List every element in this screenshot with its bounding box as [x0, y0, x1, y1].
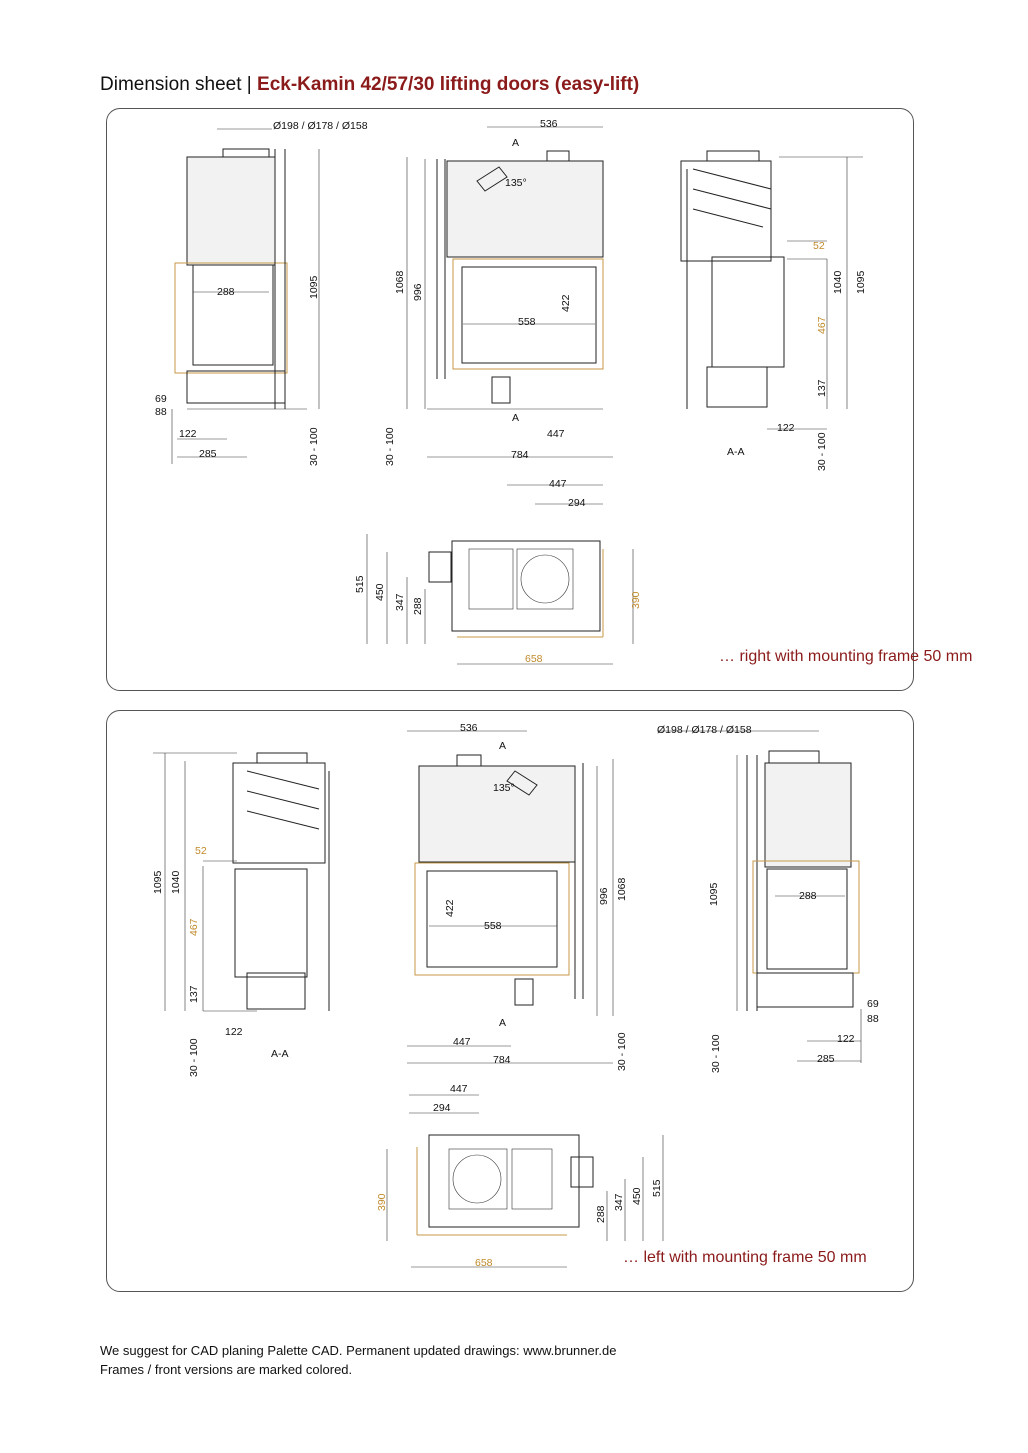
section-a-bottom-left: A	[499, 1017, 506, 1029]
dim-plan-390: 390	[630, 591, 642, 609]
dim-adj-left-side: 30 - 100	[710, 1034, 722, 1073]
dim-plan-658-left: 658	[475, 1257, 493, 1269]
dim-plan-294-left: 294	[433, 1102, 451, 1114]
dim-122-section: 122	[777, 422, 795, 434]
dim-784: 784	[511, 449, 529, 461]
section-a-top-left: A	[499, 740, 506, 752]
caption-left-frame: … left with mounting frame 50 mm	[623, 1249, 867, 1266]
front-view	[407, 730, 614, 1064]
front-view	[406, 126, 613, 458]
dim-angle: 135°	[505, 177, 527, 189]
dim-52: 52	[813, 240, 825, 252]
dim-plan-347: 347	[394, 593, 406, 611]
dim-plan-447-left: 447	[450, 1083, 468, 1095]
dim-467-left: 467	[188, 918, 200, 936]
page-title: Dimension sheet | Eck-Kamin 42/57/30 lif…	[100, 74, 639, 96]
dim-285-left: 285	[817, 1053, 835, 1065]
dim-137: 137	[816, 379, 828, 397]
dim-422-left: 422	[444, 899, 456, 917]
dim-137-left: 137	[188, 985, 200, 1003]
drawing-panel-left: 52 1095 1040 467 137 122 30 - 100 A-A 53…	[106, 710, 914, 1292]
section-view	[680, 150, 863, 430]
dim-288-left-side: 288	[799, 890, 817, 902]
dim-52-left: 52	[195, 845, 207, 857]
dim-adj-side: 30 - 100	[308, 427, 320, 466]
dim-flue-top: Ø198 / Ø178 / Ø158	[273, 120, 368, 132]
dim-122-side: 122	[179, 428, 197, 440]
title-prefix: Dimension sheet |	[100, 74, 258, 95]
dim-plan-288: 288	[412, 597, 424, 615]
footer-frames-note: Frames / front versions are marked color…	[100, 1362, 353, 1377]
dim-288-side: 288	[217, 286, 235, 298]
dim-1040-left: 1040	[170, 870, 182, 894]
dim-122-left-section: 122	[225, 1026, 243, 1038]
dim-536-left: 536	[460, 722, 478, 734]
dim-88: 88	[155, 406, 167, 418]
dim-122-left-side: 122	[837, 1033, 855, 1045]
section-aa-label: A-A	[727, 446, 745, 458]
side-view	[171, 128, 320, 464]
dim-69: 69	[155, 393, 167, 405]
plan-view	[366, 484, 634, 665]
dim-558-left: 558	[484, 920, 502, 932]
dim-1068-left: 1068	[616, 877, 628, 901]
dim-flue-left: Ø198 / Ø178 / Ø158	[657, 724, 752, 736]
dim-447-left-front: 447	[453, 1036, 471, 1048]
dim-1095-left-side: 1095	[708, 882, 720, 906]
dim-plan-294: 294	[568, 497, 586, 509]
dim-996-left: 996	[598, 887, 610, 905]
footer-cad-note: We suggest for CAD planing Palette CAD. …	[100, 1343, 617, 1358]
dim-plan-390-left: 390	[376, 1193, 388, 1211]
dim-285: 285	[199, 448, 217, 460]
dim-adj-left-section: 30 - 100	[188, 1038, 200, 1077]
dim-plan-347-left: 347	[613, 1193, 625, 1211]
dim-adj-front: 30 - 100	[384, 427, 396, 466]
dim-784-left: 784	[493, 1054, 511, 1066]
dim-plan-447: 447	[549, 478, 567, 490]
technical-drawing-right: Ø198 / Ø178 / Ø158 288 1095 69 88 122 28…	[155, 118, 867, 665]
dim-1068: 1068	[394, 270, 406, 294]
dim-1095-left-section: 1095	[152, 870, 164, 894]
dim-447-front: 447	[547, 428, 565, 440]
caption-right-frame: … right with mounting frame 50 mm	[719, 648, 973, 665]
dim-plan-658: 658	[525, 653, 543, 665]
dim-88-left: 88	[867, 1013, 879, 1025]
dim-plan-450: 450	[374, 583, 386, 601]
dim-69-left: 69	[867, 998, 879, 1010]
dim-996: 996	[412, 283, 424, 301]
dim-angle-left: 135°	[493, 782, 515, 794]
dim-1040: 1040	[832, 270, 844, 294]
dim-plan-450-left: 450	[631, 1187, 643, 1205]
dim-plan-515: 515	[354, 575, 366, 593]
side-view	[657, 730, 862, 1063]
dim-1095-side: 1095	[308, 275, 320, 299]
plan-view	[386, 1094, 664, 1268]
dim-plan-515-left: 515	[651, 1179, 663, 1197]
title-product: Eck-Kamin 42/57/30 lifting doors (easy-l…	[257, 74, 640, 95]
drawing-panel-right: Ø198 / Ø178 / Ø158 288 1095 69 88 122 28…	[106, 108, 972, 691]
dim-1095-section: 1095	[855, 270, 867, 294]
section-a-bottom: A	[512, 412, 519, 424]
dim-422: 422	[560, 294, 572, 312]
dim-467: 467	[816, 316, 828, 334]
dim-558: 558	[518, 316, 536, 328]
section-view	[153, 752, 330, 1012]
dim-adj-left-front: 30 - 100	[616, 1032, 628, 1071]
dim-adj-section: 30 - 100	[816, 432, 828, 471]
section-aa-label-left: A-A	[271, 1048, 289, 1060]
dim-536: 536	[540, 118, 558, 130]
section-a-top: A	[512, 137, 519, 149]
dim-plan-288-left: 288	[595, 1205, 607, 1223]
technical-drawing-left: 52 1095 1040 467 137 122 30 - 100 A-A 53…	[152, 722, 879, 1269]
